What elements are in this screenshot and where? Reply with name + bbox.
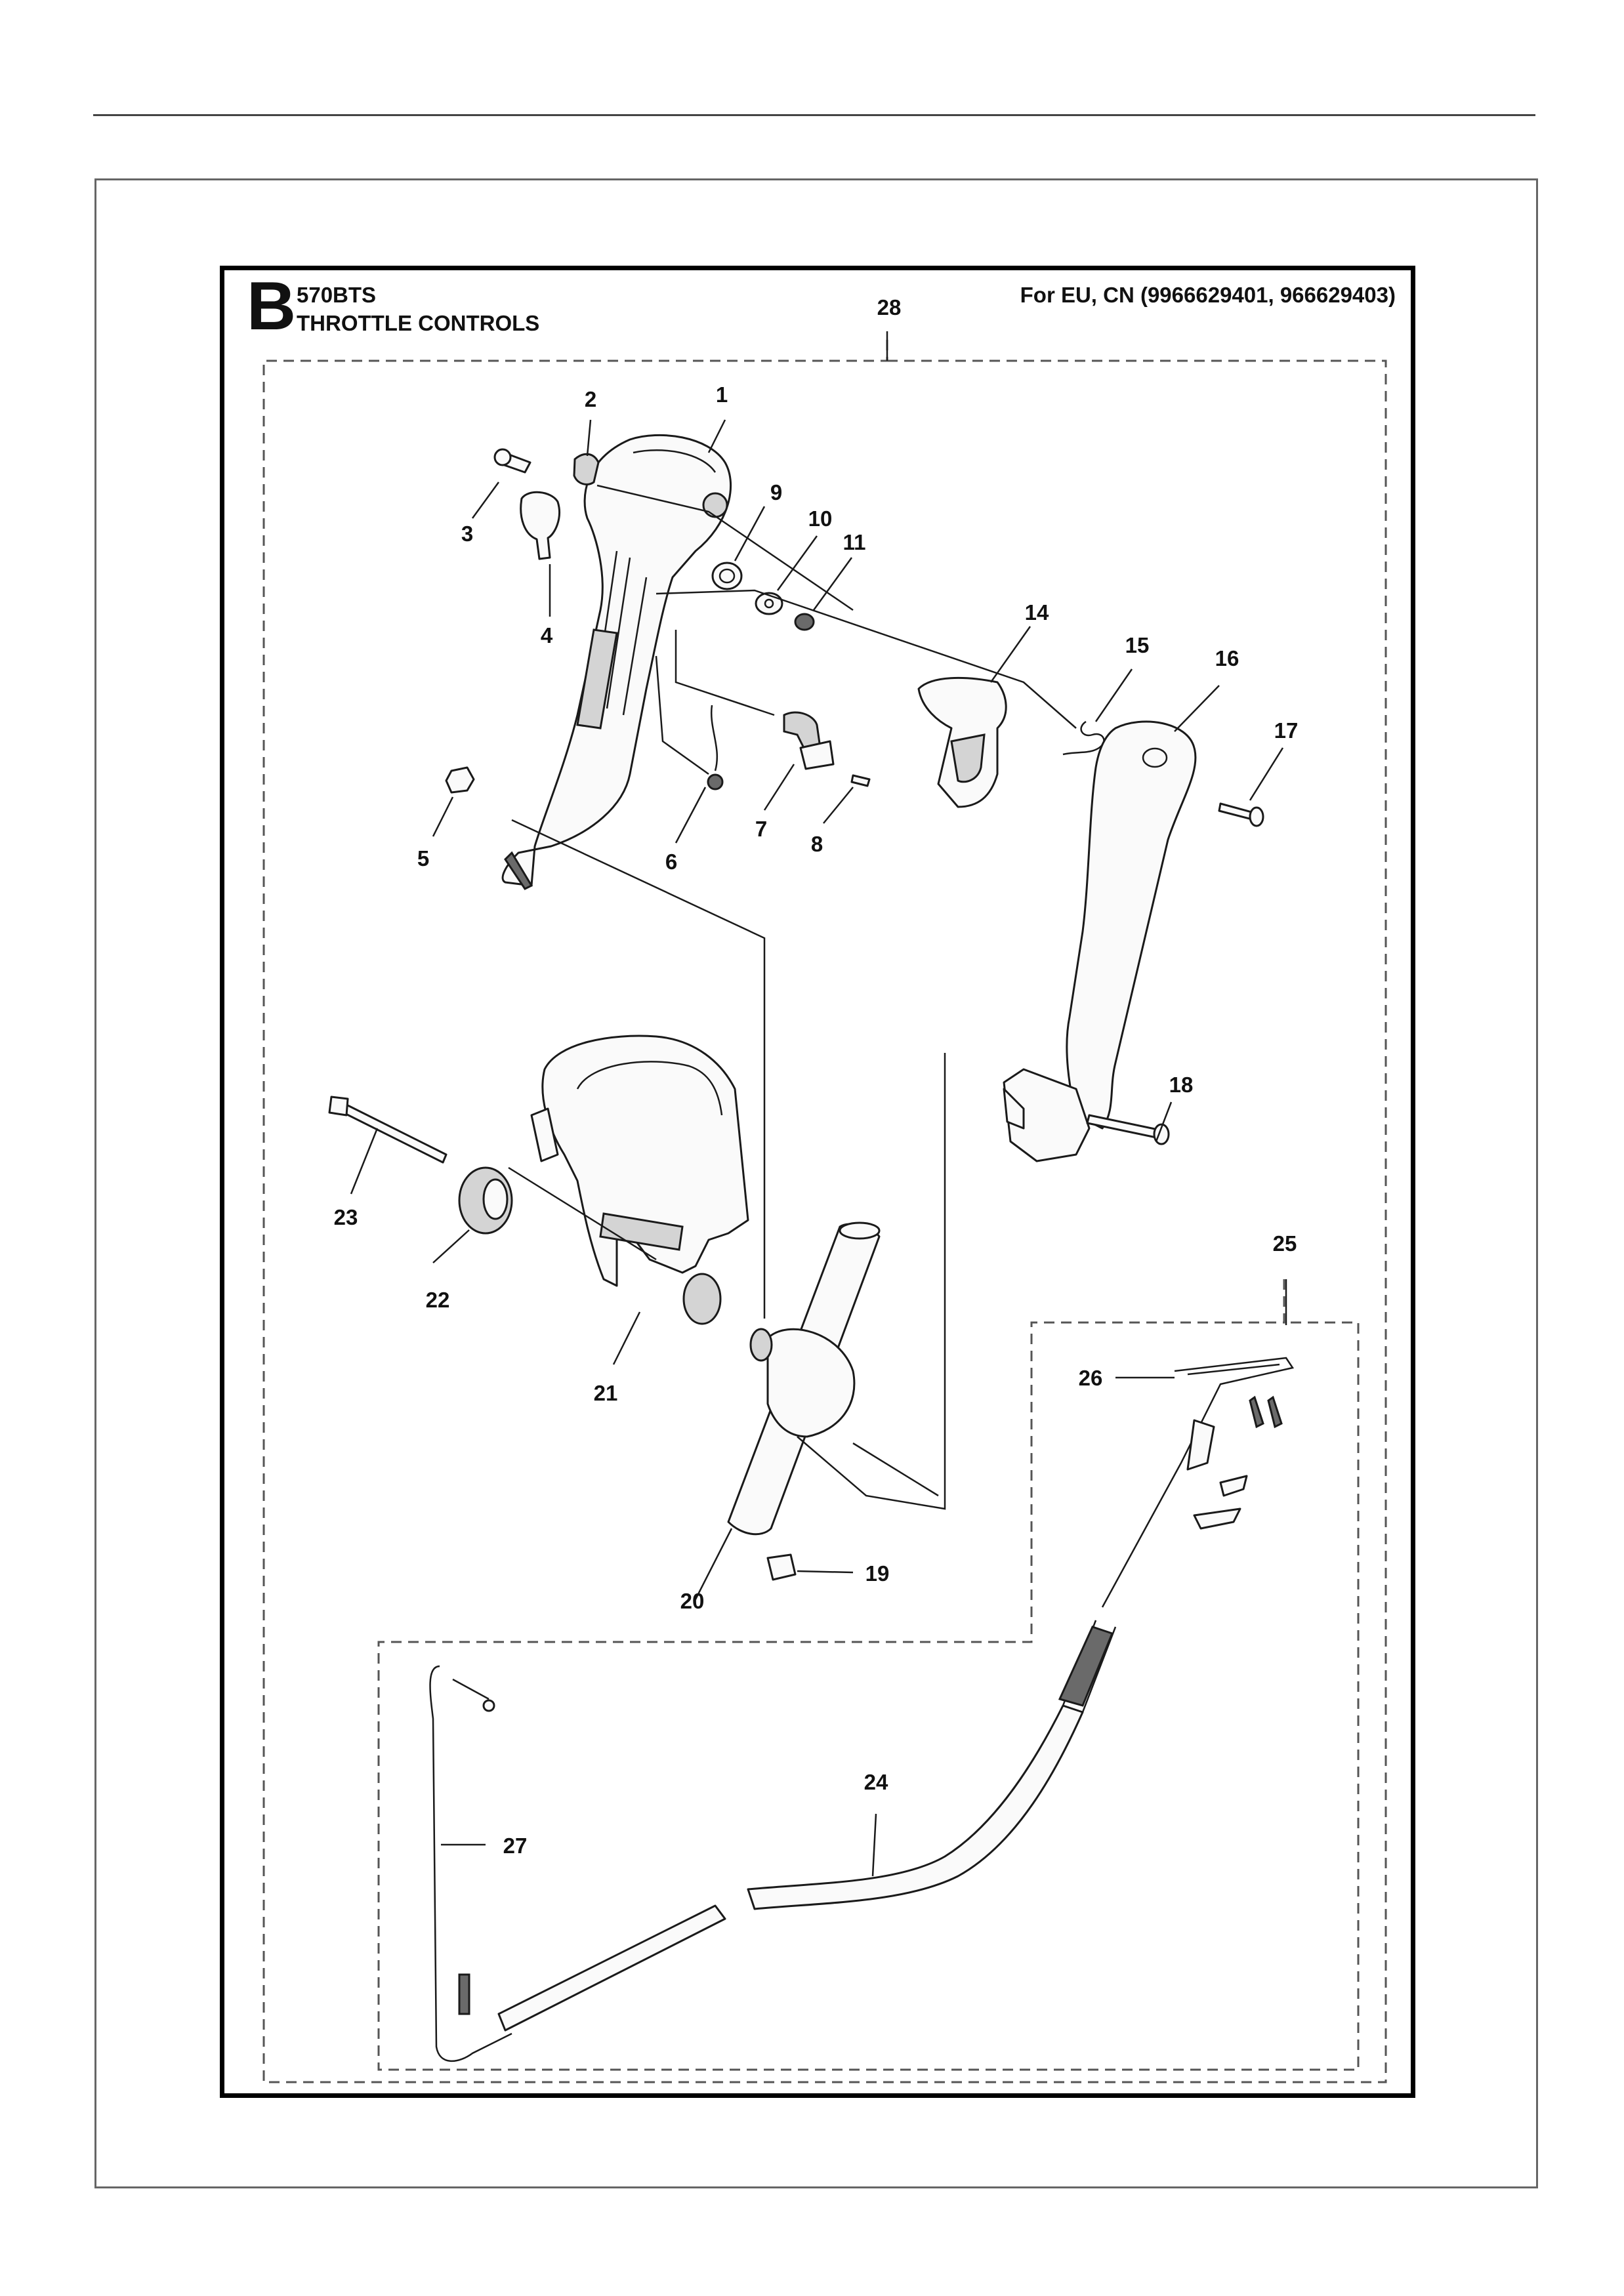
callout-3: 3 bbox=[461, 522, 473, 546]
callout-1: 1 bbox=[716, 382, 728, 407]
clamp-bracket-part-21 bbox=[530, 1035, 749, 1287]
gear-knob-part-21b bbox=[682, 1273, 722, 1325]
pin-part-3 bbox=[493, 448, 531, 474]
callout-24: 24 bbox=[864, 1770, 888, 1794]
callout-14: 14 bbox=[1025, 600, 1049, 625]
header-rule bbox=[93, 114, 1535, 116]
callout-28: 28 bbox=[877, 295, 902, 319]
section-title: THROTTLE CONTROLS bbox=[297, 311, 540, 335]
callout-18: 18 bbox=[1169, 1073, 1194, 1097]
callout-27: 27 bbox=[503, 1834, 528, 1858]
bolt-part-23 bbox=[328, 1096, 448, 1164]
throttle-trigger-part-14 bbox=[917, 676, 1007, 808]
bushing-part-9 bbox=[711, 562, 743, 590]
callout-26: 26 bbox=[1079, 1366, 1103, 1390]
spring-part-6 bbox=[707, 705, 724, 790]
cable-part-27 bbox=[429, 1665, 726, 2062]
wire-harness-part-26 bbox=[1101, 1357, 1295, 1608]
callout-10: 10 bbox=[808, 506, 833, 531]
nut-part-19 bbox=[766, 1553, 797, 1581]
callout-5: 5 bbox=[417, 846, 429, 871]
callout-2: 2 bbox=[585, 387, 596, 411]
callout-15: 15 bbox=[1125, 633, 1150, 657]
nut-part-5 bbox=[445, 766, 475, 794]
callout-20: 20 bbox=[680, 1589, 705, 1613]
screw-part-18 bbox=[1086, 1114, 1170, 1145]
callout-17: 17 bbox=[1274, 718, 1299, 743]
leader-lines bbox=[350, 331, 1287, 1877]
handle-grip-part-16 bbox=[1003, 720, 1197, 1162]
callout-19: 19 bbox=[865, 1561, 890, 1586]
callout-labels: 1 2 3 4 5 6 7 8 9 10 11 14 15 16 17 18 1… bbox=[334, 295, 1299, 1858]
callout-21: 21 bbox=[594, 1381, 618, 1405]
switch-part-7 bbox=[783, 711, 835, 770]
model-name: 570BTS bbox=[297, 283, 377, 307]
callout-25: 25 bbox=[1273, 1231, 1297, 1256]
diagram-frame bbox=[220, 266, 1415, 2098]
spring-part-15 bbox=[1062, 720, 1105, 756]
cable-part-24 bbox=[747, 1620, 1117, 1910]
page-frame bbox=[94, 178, 1538, 2188]
screw-part-17 bbox=[1218, 802, 1264, 827]
handlebar-part-20 bbox=[727, 1221, 881, 1536]
callout-7: 7 bbox=[755, 817, 767, 841]
callout-4: 4 bbox=[541, 623, 553, 647]
knob-part-22 bbox=[458, 1166, 513, 1235]
callout-11: 11 bbox=[843, 530, 866, 554]
callout-6: 6 bbox=[665, 850, 677, 874]
ring-part-11 bbox=[794, 613, 815, 631]
callout-16: 16 bbox=[1215, 646, 1239, 670]
group-boundaries bbox=[262, 340, 1387, 2083]
callout-9: 9 bbox=[770, 480, 782, 504]
clip-part-2 bbox=[573, 453, 600, 485]
callout-23: 23 bbox=[334, 1205, 358, 1229]
screw-part-8 bbox=[850, 774, 871, 787]
callout-22: 22 bbox=[426, 1288, 450, 1312]
section-letter: B bbox=[247, 268, 296, 344]
callout-8: 8 bbox=[811, 832, 823, 856]
handle-lever-part bbox=[501, 434, 732, 890]
market-info: For EU, CN (9966629401, 966629403) bbox=[1020, 283, 1396, 307]
lever-part-4 bbox=[520, 491, 560, 560]
